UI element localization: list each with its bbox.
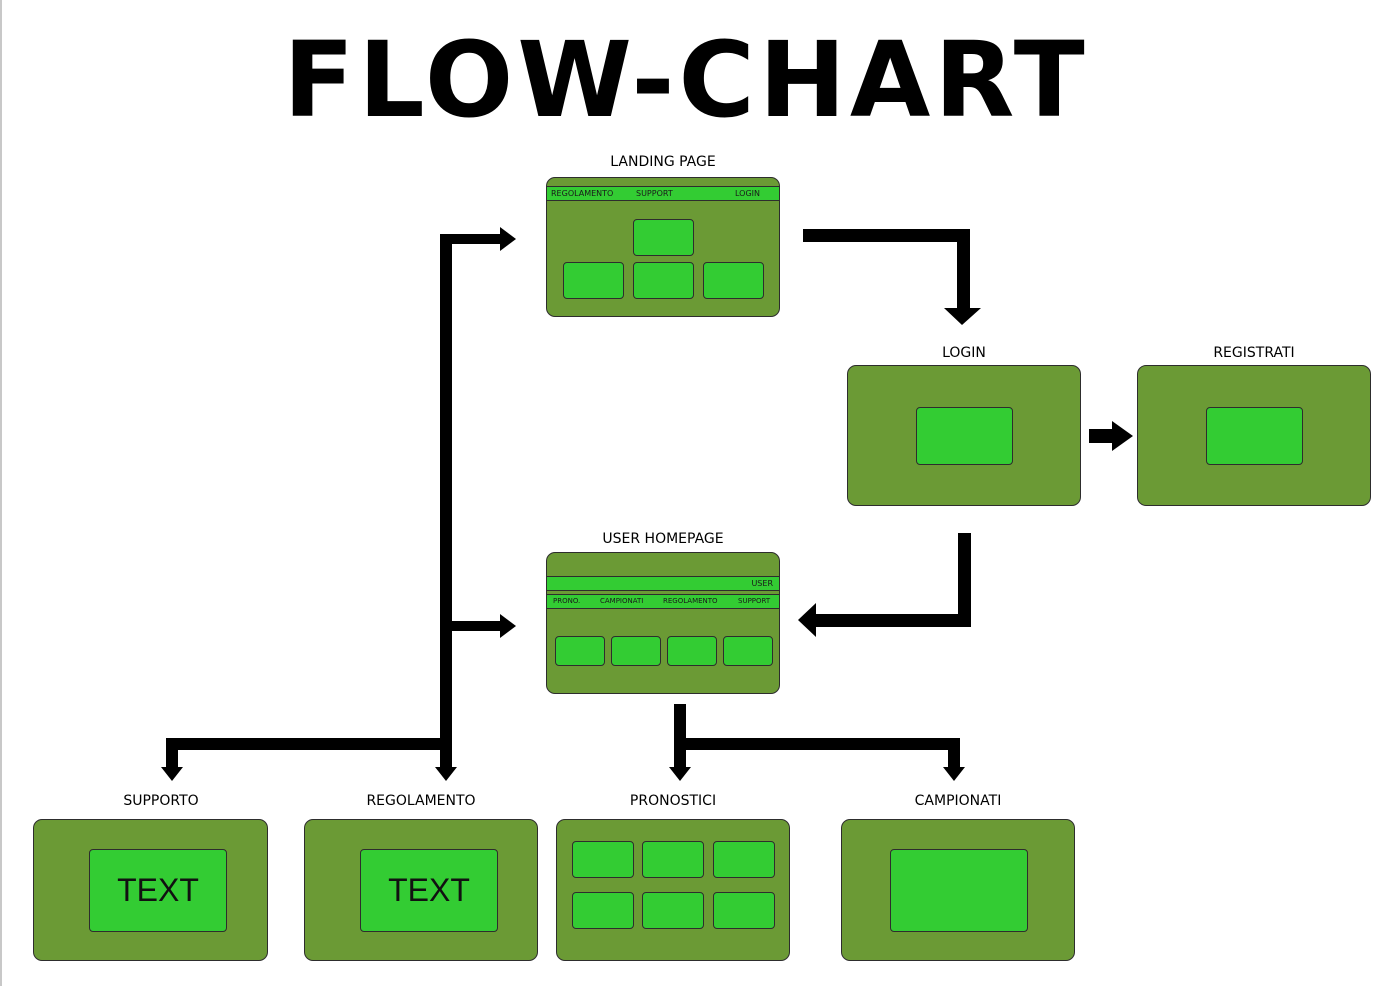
arrow-to-campionati-head (943, 767, 965, 781)
pronostici-card-1 (572, 841, 634, 878)
user-bar: USER (547, 576, 779, 591)
registrati-node (1137, 365, 1371, 506)
pronostici-card-3 (713, 841, 775, 878)
campionati-block (890, 849, 1028, 932)
arrow-login-home-head (798, 603, 816, 637)
regolamento-node: TEXT (304, 819, 538, 961)
arrow-login-home-v (958, 533, 971, 627)
user-card-1 (555, 636, 605, 666)
landing-hero-block (633, 219, 694, 256)
supporto-label: SUPPORTO (123, 793, 199, 809)
arrow-login-home-h (814, 614, 971, 627)
user-bar-label: USER (751, 579, 773, 588)
registrati-label: REGISTRATI (1213, 345, 1295, 361)
user-card-2 (611, 636, 661, 666)
landing-page-label: LANDING PAGE (610, 154, 716, 170)
pronostici-card-2 (642, 841, 704, 878)
arrow-to-campionati-v (948, 738, 960, 768)
arrow-to-supporto-head (161, 767, 183, 781)
user-nav-prono: PRONO. (553, 597, 581, 605)
landing-card-3 (703, 262, 764, 299)
arrow-home-right-h (674, 738, 960, 750)
arrow-to-regolamento-head (435, 767, 457, 781)
regolamento-label: REGOLAMENTO (366, 793, 476, 809)
landing-nav-support: SUPPORT (636, 189, 673, 198)
regolamento-text-block: TEXT (360, 849, 498, 932)
page-title: FLOW-CHART (283, 19, 1089, 141)
user-card-4 (723, 636, 773, 666)
landing-card-1 (563, 262, 624, 299)
arrow-bottom-left-h (166, 738, 452, 750)
arrow-trunk-to-landing-head (500, 227, 516, 251)
arrow-trunk-to-landing (440, 234, 500, 244)
registrati-form-block (1206, 407, 1303, 465)
pronostici-card-6 (713, 892, 775, 929)
user-nav-support: SUPPORT (738, 597, 771, 605)
pronostici-label: PRONOSTICI (629, 793, 717, 809)
user-homepage-label: USER HOMEPAGE (602, 531, 724, 547)
user-nav-regolamento: REGOLAMENTO (663, 597, 718, 605)
arrow-to-supporto-v (166, 738, 178, 768)
arrow-login-registrati-shaft (1089, 429, 1113, 443)
campionati-label: CAMPIONATI (914, 793, 1002, 809)
arrow-trunk-v (440, 234, 452, 754)
supporto-node: TEXT (33, 819, 268, 961)
pronostici-node (556, 819, 790, 961)
arrow-landing-login-v (957, 229, 970, 309)
arrow-trunk-to-home-head (500, 614, 516, 638)
landing-nav-regolamento: REGOLAMENTO (551, 189, 614, 198)
pronostici-card-4 (572, 892, 634, 929)
landing-nav-bar: REGOLAMENTO SUPPORT LOGIN (547, 186, 779, 201)
arrow-to-regolamento-v (440, 738, 452, 768)
arrow-trunk-to-home (440, 621, 500, 631)
pronostici-card-5 (642, 892, 704, 929)
campionati-node (841, 819, 1075, 961)
page-border (0, 0, 2, 986)
arrow-group (161, 227, 1133, 781)
arrow-landing-login-h (803, 229, 970, 242)
supporto-text-block: TEXT (89, 849, 227, 932)
arrow-to-pronostici-head (669, 767, 691, 781)
login-form-block (916, 407, 1013, 465)
landing-nav-login: LOGIN (735, 189, 761, 198)
user-nav-campionati: CAMPIONATI (600, 597, 644, 605)
arrow-login-registrati-head (1112, 421, 1133, 451)
user-homepage-node: USER PRONO. CAMPIONATI REGOLAMENTO SUPPO… (546, 552, 780, 694)
landing-page-node: REGOLAMENTO SUPPORT LOGIN (546, 177, 780, 317)
login-node (847, 365, 1081, 506)
landing-card-2 (633, 262, 694, 299)
login-label: LOGIN (942, 345, 986, 361)
user-nav-bar: PRONO. CAMPIONATI REGOLAMENTO SUPPORT (547, 594, 779, 609)
arrow-home-down-v (674, 704, 686, 768)
arrow-landing-login-head (944, 308, 981, 325)
user-card-3 (667, 636, 717, 666)
